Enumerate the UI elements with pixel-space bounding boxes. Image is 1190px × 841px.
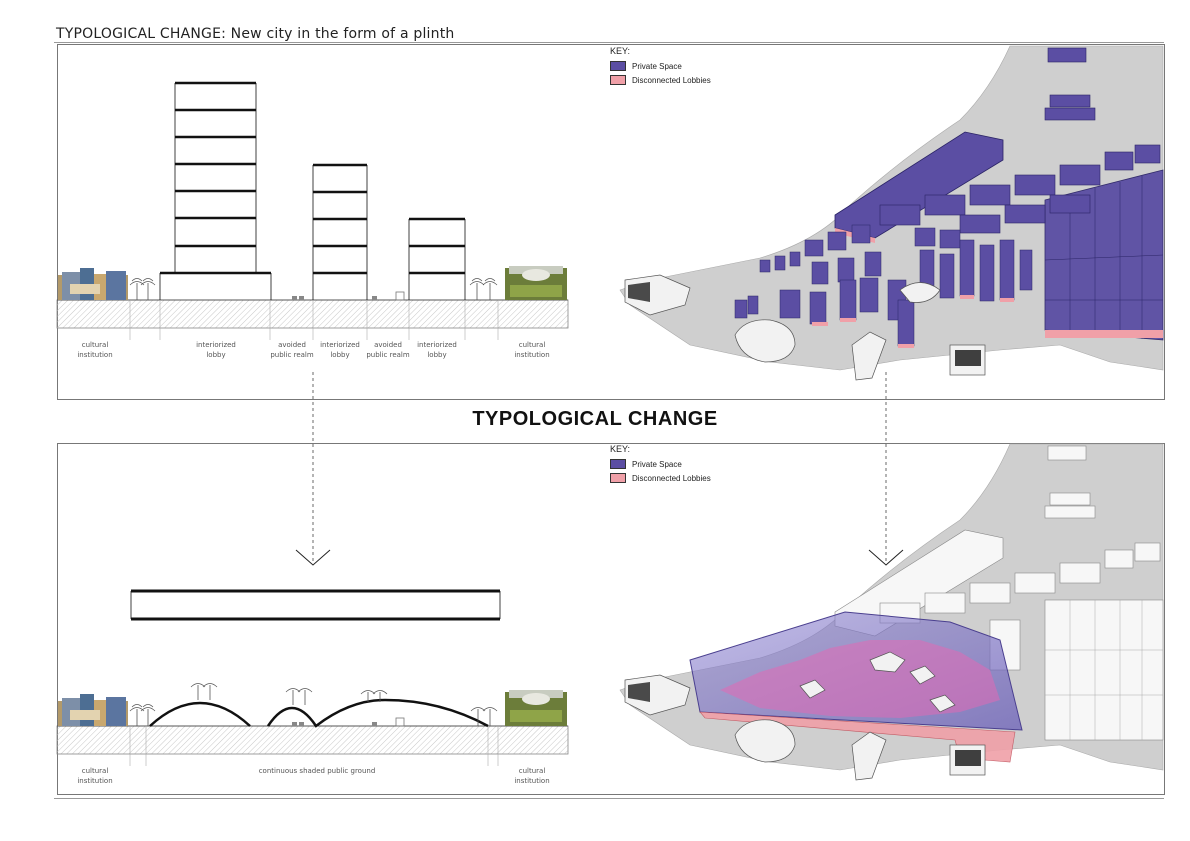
top-label-cultural-institution-right: cultural institution <box>498 340 566 360</box>
title-rule <box>54 42 1164 43</box>
top-map-blocks <box>879 47 1161 234</box>
bottom-label-cultural-institution-left: cultural institution <box>60 766 130 786</box>
top-city-map <box>619 45 1164 562</box>
private-space-swatch <box>610 61 626 71</box>
left-cultural-building-image <box>58 268 128 300</box>
label-line: continuous shaded public ground <box>258 767 376 775</box>
label-line: avoided <box>278 341 306 349</box>
top-label-interiorized-lobby-1: interiorized lobby <box>180 340 252 360</box>
bottom-wireframe-blocks <box>834 445 1164 741</box>
label-line: lobby <box>330 351 350 359</box>
label-line: avoided <box>374 341 402 349</box>
bottom-city-map <box>619 443 1164 781</box>
top-key: KEY: Private Space Disconnected Lobbies <box>610 46 711 87</box>
bottom-label-cultural-institution-right: cultural institution <box>498 766 566 786</box>
label-line: interiorized <box>196 341 236 349</box>
page-title: TYPOLOGICAL CHANGE: New city in the form… <box>56 26 455 42</box>
label-line: institution <box>77 777 113 785</box>
bottom-label-continuous-public-ground: continuous shaded public ground <box>146 766 488 776</box>
private-space-swatch <box>610 459 626 469</box>
key-title: KEY: <box>610 46 631 56</box>
key-item-private-space: Private Space <box>610 457 711 471</box>
key-item-private-space: Private Space <box>610 59 711 73</box>
disconnected-lobbies-label: Disconnected Lobbies <box>632 473 711 483</box>
top-label-interiorized-lobby-3: interiorized lobby <box>410 340 464 360</box>
bottom-section-drawing <box>56 589 569 766</box>
tower-1 <box>159 81 272 300</box>
private-space-label: Private Space <box>632 459 682 469</box>
label-line: lobby <box>206 351 226 359</box>
label-line: institution <box>77 351 113 359</box>
label-line: cultural <box>518 341 546 349</box>
label-line: lobby <box>427 351 447 359</box>
left-palms <box>129 278 156 300</box>
label-line: cultural <box>81 767 109 775</box>
label-line: cultural <box>81 341 109 349</box>
disconnected-lobbies-swatch <box>610 473 626 483</box>
top-section-drawing <box>56 81 569 340</box>
label-line: public realm <box>366 351 410 359</box>
top-label-cultural-institution-left: cultural institution <box>60 340 130 360</box>
private-space-label: Private Space <box>632 61 682 71</box>
key-item-disconnected-lobbies: Disconnected Lobbies <box>610 73 711 87</box>
right-cultural-building-image <box>505 266 567 300</box>
label-line: cultural <box>518 767 546 775</box>
top-label-avoided-public-realm-1: avoided public realm <box>266 340 318 360</box>
label-line: institution <box>514 777 550 785</box>
label-line: interiorized <box>417 341 457 349</box>
right-palms <box>469 278 498 300</box>
bottom-key: KEY: Private Space Disconnected Lobbies <box>610 444 711 485</box>
disconnected-lobbies-swatch <box>610 75 626 85</box>
top-label-interiorized-lobby-2: interiorized lobby <box>314 340 366 360</box>
label-line: institution <box>514 351 550 359</box>
arrow-2-head <box>868 549 904 566</box>
label-line: public realm <box>270 351 314 359</box>
disconnected-lobbies-label: Disconnected Lobbies <box>632 75 711 85</box>
key-item-disconnected-lobbies: Disconnected Lobbies <box>610 471 711 485</box>
arrow-1-head <box>295 549 331 566</box>
center-title: TYPOLOGICAL CHANGE <box>472 408 718 430</box>
top-ground <box>56 299 569 329</box>
bottom-rule <box>54 798 1164 799</box>
tower-3 <box>408 217 466 300</box>
top-label-avoided-public-realm-2: avoided public realm <box>362 340 414 360</box>
plinth-slab <box>130 589 501 621</box>
tower-2 <box>312 163 368 300</box>
key-title: KEY: <box>610 444 631 454</box>
label-line: interiorized <box>320 341 360 349</box>
top-small-figures <box>292 291 405 301</box>
